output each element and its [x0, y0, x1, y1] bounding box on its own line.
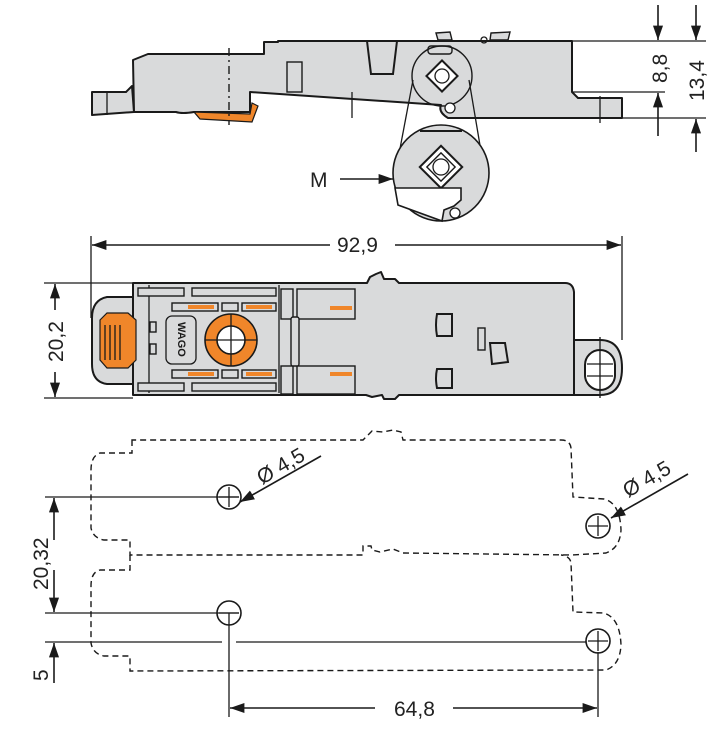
hole-diameter-right: Ø 4,5 — [619, 457, 675, 503]
outline-upper — [90, 429, 622, 556]
hole-lower-right — [585, 628, 611, 654]
pitch-dim-20-32: 20,32 — [30, 537, 53, 590]
detail-screw-icon — [418, 144, 464, 190]
top-view: WAGO — [91, 271, 623, 400]
side-view — [91, 31, 665, 125]
length-dim-92-9: 92,9 — [337, 234, 378, 257]
height-dim-8-8: 8,8 — [649, 54, 672, 83]
top-dimensions: 92,9 20,2 — [44, 234, 623, 399]
hole-spacing-dim-64-8: 64,8 — [394, 698, 435, 721]
hole-diameter-left: Ø 4,5 — [253, 444, 309, 490]
mounting-pattern: Ø 4,5 Ø 4,5 20,32 5 64,8 — [30, 429, 689, 721]
detail-m: M — [310, 79, 490, 223]
height-dim-13-4: 13,4 — [686, 60, 709, 101]
detail-label: M — [310, 169, 328, 192]
offset-dim-5: 5 — [30, 669, 53, 681]
screw-head-icon — [425, 59, 459, 93]
side-left-foot — [91, 85, 135, 116]
width-dim-20-2: 20,2 — [45, 321, 68, 362]
hole-upper-right — [585, 513, 611, 539]
wago-logo-text: WAGO — [175, 322, 187, 357]
side-dimensions: 8,8 13,4 — [572, 5, 709, 152]
side-body — [132, 40, 623, 119]
wago-logo — [165, 315, 197, 365]
orange-release-slider — [99, 312, 137, 369]
side-slot — [286, 61, 303, 93]
outline-lower — [90, 554, 622, 672]
side-orange-latch — [192, 102, 259, 123]
